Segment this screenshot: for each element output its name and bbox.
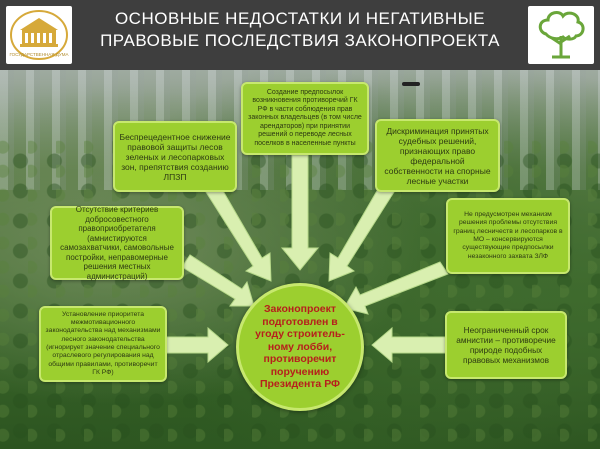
helicopter-silhouette <box>402 82 420 86</box>
box-top-right: Дискриминация принятых судебных решений,… <box>375 119 500 192</box>
center-circle: Законопроект подготовлен в угоду строите… <box>236 283 364 411</box>
title-bar: ГОСУДАРСТВЕННАЯ ДУМА ОСНОВНЫЕ НЕДОСТАТКИ… <box>0 0 600 70</box>
box-low-left: Установление приоритета межмотивационног… <box>39 306 167 382</box>
center-circle-text: Законопроект подготовлен в угоду строите… <box>255 303 345 391</box>
arrow-from-mid-right <box>343 261 449 315</box>
box-low-left-text: Установление приоритета межмотивационног… <box>45 310 161 376</box>
tree-logo <box>528 6 594 64</box>
box-top-right-text: Дискриминация принятых судебных решений,… <box>384 125 491 186</box>
arrow-from-top-left <box>205 183 272 282</box>
arrow-from-low-left <box>165 326 229 364</box>
page-title: ОСНОВНЫЕ НЕДОСТАТКИ И НЕГАТИВНЫЕ ПРАВОВЫ… <box>80 8 520 52</box>
box-mid-left: Отсутствие критериев добросовестного пра… <box>50 205 184 281</box>
arrow-from-top-center <box>280 154 320 271</box>
duma-building-icon: ГОСУДАРСТВЕННАЯ ДУМА <box>9 10 69 60</box>
duma-logo: ГОСУДАРСТВЕННАЯ ДУМА <box>6 6 72 64</box>
box-low-right: Неограниченный срок амнистии – противоре… <box>445 311 567 379</box>
title-line-2: ПРАВОВЫЕ ПОСЛЕДСТВИЯ ЗАКОНОПРОЕКТА <box>100 31 500 50</box>
box-top-left: Беспрецедентное снижение правовой защиты… <box>113 121 237 192</box>
box-top-left-text: Беспрецедентное снижение правовой защиты… <box>119 131 231 182</box>
box-low-right-text: Неограниченный срок амнистии – противоре… <box>456 325 556 365</box>
arrow-from-low-right <box>371 326 447 364</box>
title-line-1: ОСНОВНЫЕ НЕДОСТАТКИ И НЕГАТИВНЫЕ <box>114 9 486 28</box>
box-top-center-text: Создание предпосылок возникновения проти… <box>248 88 362 147</box>
box-mid-left-text: Отсутствие критериев добросовестного пра… <box>60 205 174 281</box>
box-mid-right: Не предусмотрен механизм решения проблем… <box>446 198 570 274</box>
box-mid-right-text: Не предусмотрен механизм решения проблем… <box>453 210 563 260</box>
box-top-center: Создание предпосылок возникновения проти… <box>241 82 369 155</box>
arrow-from-top-right <box>328 183 395 282</box>
tree-icon <box>538 11 585 59</box>
arrow-from-mid-left <box>181 254 255 307</box>
duma-logo-text: ГОСУДАРСТВЕННАЯ ДУМА <box>9 52 68 57</box>
